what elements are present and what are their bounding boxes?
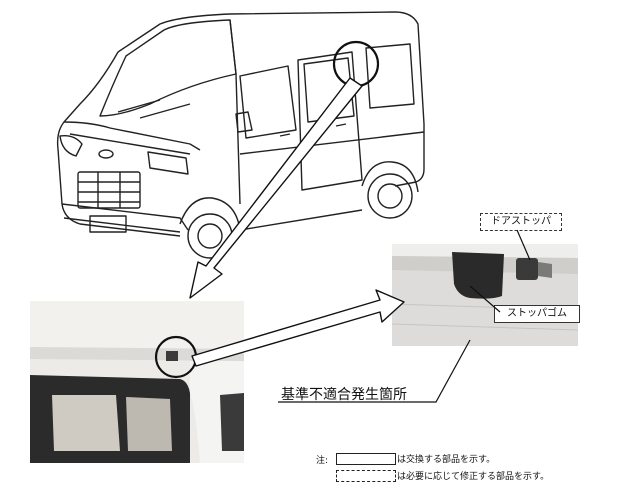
note-dashed-box-text: は必要に応じて修正する部品を示す。 [397, 472, 550, 482]
van-highlight-circle [332, 40, 380, 88]
door-stopper-part [516, 258, 538, 280]
stopper-rubber-label: ストッパゴム [494, 305, 580, 323]
door-stopper-label: ドアストッパ [480, 213, 562, 231]
interior-photo [30, 301, 244, 463]
note-prefix: 注: [316, 456, 329, 466]
closeup-photo [392, 244, 578, 346]
van-illustration [56, 11, 425, 259]
stopper-rubber-part [452, 252, 504, 299]
note-dashed-box-symbol [336, 470, 396, 482]
nonconformity-location-label: 基準不適合発生箇所 [281, 387, 407, 403]
note-solid-box-symbol [336, 453, 396, 465]
note-solid-box-text: は交換する部品を示す。 [397, 455, 496, 465]
